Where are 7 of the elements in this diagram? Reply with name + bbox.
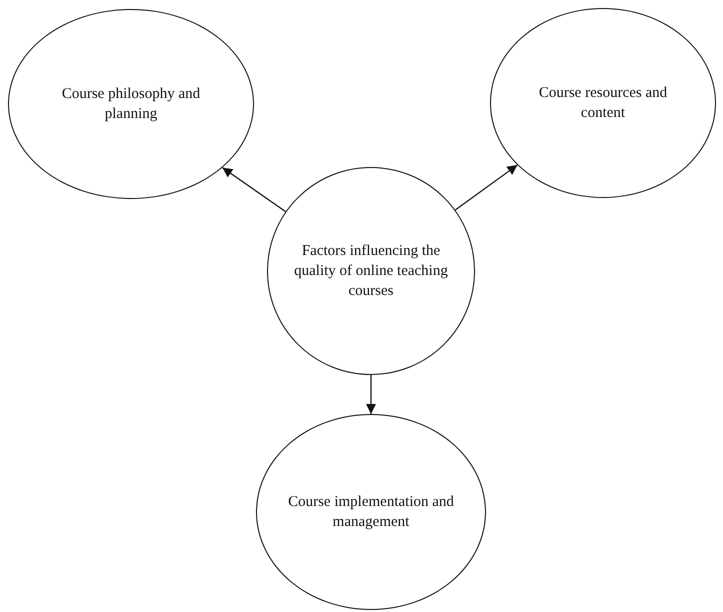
arrow xyxy=(454,164,518,210)
node-label: Factors influencing the quality of online teaching courses xyxy=(293,242,449,302)
node-label: Course philosophy and planning xyxy=(60,84,202,124)
node-label: Course resources and content xyxy=(538,84,668,123)
node-label: Course implementation and management xyxy=(287,492,455,532)
arrow xyxy=(366,375,376,414)
arrow xyxy=(222,167,286,212)
